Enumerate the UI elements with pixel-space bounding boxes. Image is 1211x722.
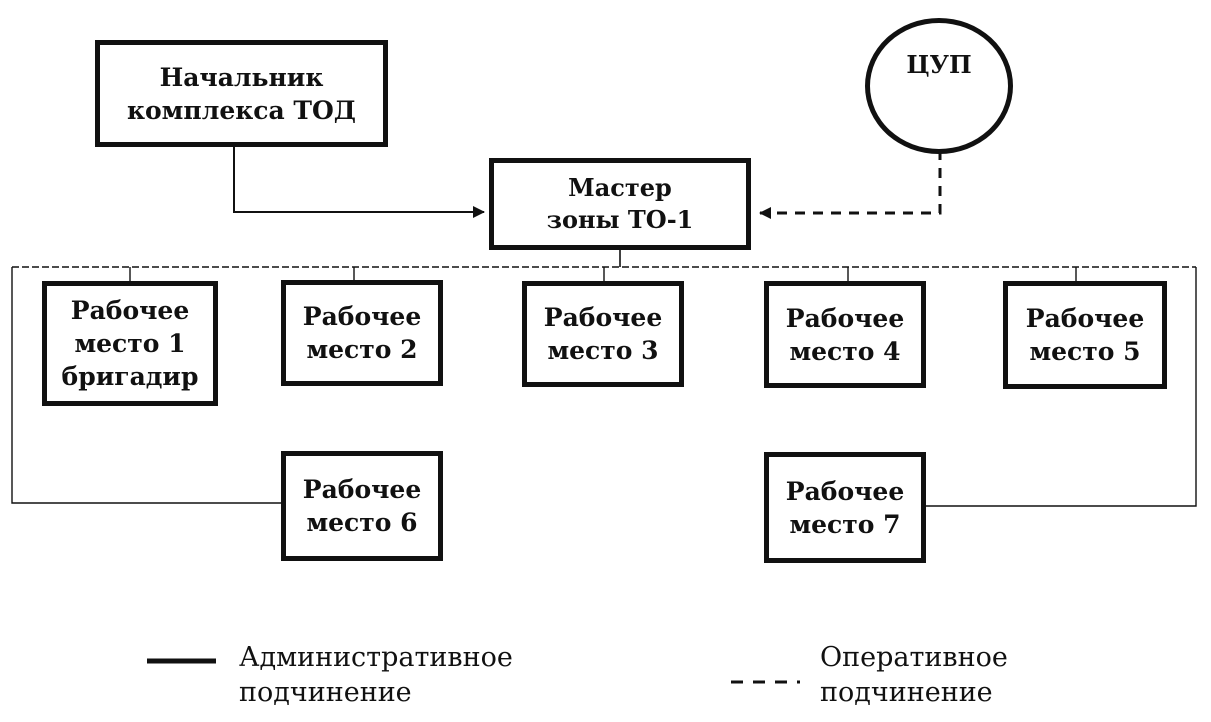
head-of-complex-box: Начальник комплекса ТОД xyxy=(95,40,388,147)
legend-administrative-line1: Административное xyxy=(239,642,513,673)
operational-connector-tsup-to-master xyxy=(759,150,942,219)
workplace-5-line1: Рабочее xyxy=(1025,304,1145,333)
workplace-7-line1: Рабочее xyxy=(785,476,905,506)
workplace-2-line1: Рабочее xyxy=(302,302,422,331)
legend-operational-label: Оперативное подчинение xyxy=(820,641,1008,710)
tsup-label: ЦУП xyxy=(906,50,972,79)
workplace-2-line2: место 2 xyxy=(306,335,418,364)
workplace-3-line1: Рабочее xyxy=(543,303,663,332)
master-line1: Мастер xyxy=(568,173,672,203)
workplace-6-box: Рабочее место 6 xyxy=(281,451,443,561)
head-of-complex-line2: комплекса ТОД xyxy=(126,95,357,125)
workplace-2-box: Рабочее место 2 xyxy=(281,280,443,386)
tsup-circle: ЦУП xyxy=(865,18,1013,154)
workplace-1-line1: Рабочее xyxy=(70,296,190,325)
workplace-6-line2: место 6 xyxy=(306,508,418,537)
workplace-1-line3: бригадир xyxy=(61,362,199,391)
team-frame-left xyxy=(11,267,281,504)
admin-connector-head-to-master xyxy=(233,145,485,218)
workplace-4-line1: Рабочее xyxy=(785,303,905,333)
workplace-6-line1: Рабочее xyxy=(302,475,422,504)
workplace-7-line2: место 7 xyxy=(789,509,901,539)
workplace-5-line2: место 5 xyxy=(1029,337,1141,366)
workplace-3-box: Рабочее место 3 xyxy=(522,281,684,387)
legend-operational-line1: Оперативное xyxy=(820,642,1008,673)
legend-administrative-label: Административное подчинение xyxy=(239,641,513,710)
workplace-5-box: Рабочее место 5 xyxy=(1003,281,1167,389)
master-line2: зоны ТО-1 xyxy=(546,205,694,234)
workplace-4-line2: место 4 xyxy=(789,336,901,366)
workplace-1-box: Рабочее место 1 бригадир xyxy=(42,281,218,406)
workplace-3-line2: место 3 xyxy=(547,336,659,365)
head-of-complex-line1: Начальник xyxy=(159,62,324,92)
workplace-7-box: Рабочее место 7 xyxy=(764,452,926,563)
legend-administrative-line2: подчинение xyxy=(239,676,412,708)
workplace-4-box: Рабочее место 4 xyxy=(764,281,926,388)
legend-operational-line2: подчинение xyxy=(820,676,993,708)
master-box: Мастер зоны ТО-1 xyxy=(489,158,751,250)
workplace-1-line2: место 1 xyxy=(74,329,186,358)
team-frame-right xyxy=(924,267,1197,507)
